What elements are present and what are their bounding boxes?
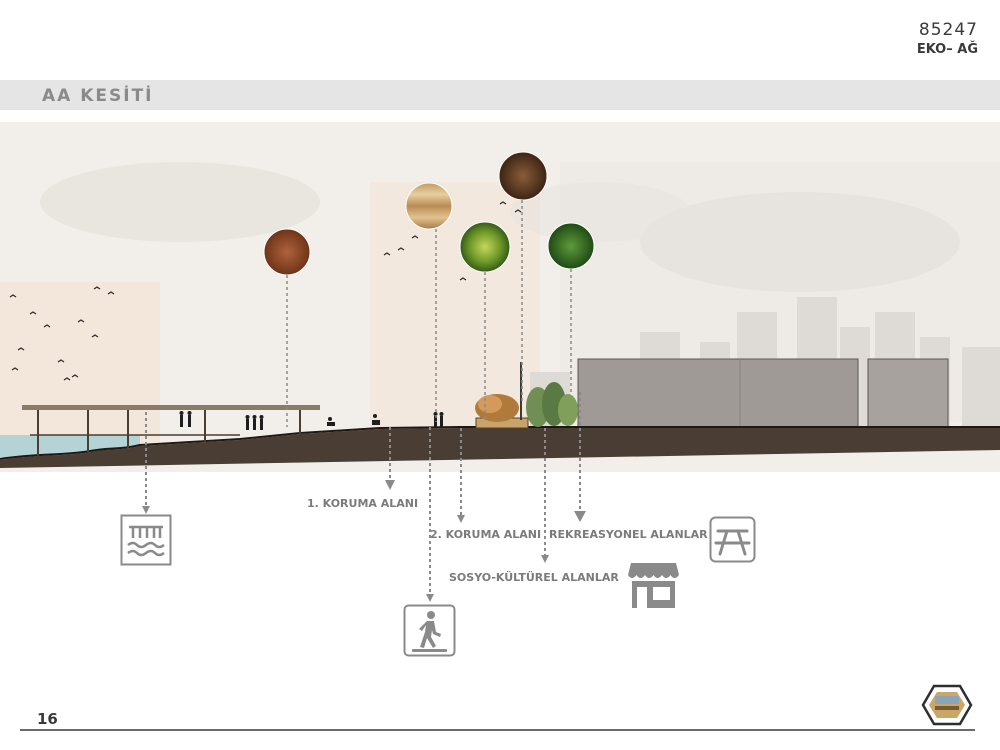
ground-section: [0, 428, 1000, 468]
picnic-table-icon: [709, 516, 756, 563]
dark-wood-swatch: [498, 151, 548, 201]
project-name: EKO– AĞ: [916, 42, 978, 57]
section-illustration: [0, 122, 1000, 602]
ground-surface-line: [0, 426, 1000, 460]
page-number: 16: [37, 710, 58, 728]
tree-canopy-swatch: [459, 221, 511, 273]
section-title: AA KESİTİ: [42, 86, 154, 106]
vegetation-cluster: [475, 362, 578, 429]
hexagon-logo-icon: [921, 684, 973, 726]
building-block: [577, 358, 949, 432]
footer-rule: [20, 729, 975, 731]
material-swatches: [263, 151, 595, 276]
pier-canopy: [22, 405, 320, 457]
arrow-heads: [142, 480, 586, 602]
hedge-swatch: [547, 222, 595, 270]
zone-arrows: [145, 392, 581, 595]
leader-lines: [286, 200, 572, 427]
birds: [9, 201, 522, 381]
wood-swatch: [263, 228, 311, 276]
title-bar: [0, 80, 1000, 110]
water-pier-icon: [120, 514, 172, 566]
label-zone-1: 1. KORUMA ALANI: [307, 497, 419, 510]
project-code: 85247: [918, 20, 978, 40]
timber-deck-swatch: [405, 182, 453, 230]
label-sociocultural: SOSYO-KÜLTÜREL ALANLAR: [449, 571, 619, 584]
label-recreation: REKREASYONEL ALANLAR: [549, 528, 708, 541]
label-zone-2: 2. KORUMA ALANI: [430, 528, 542, 541]
shop-icon: [628, 563, 679, 608]
pedestrian-icon: [403, 604, 456, 657]
